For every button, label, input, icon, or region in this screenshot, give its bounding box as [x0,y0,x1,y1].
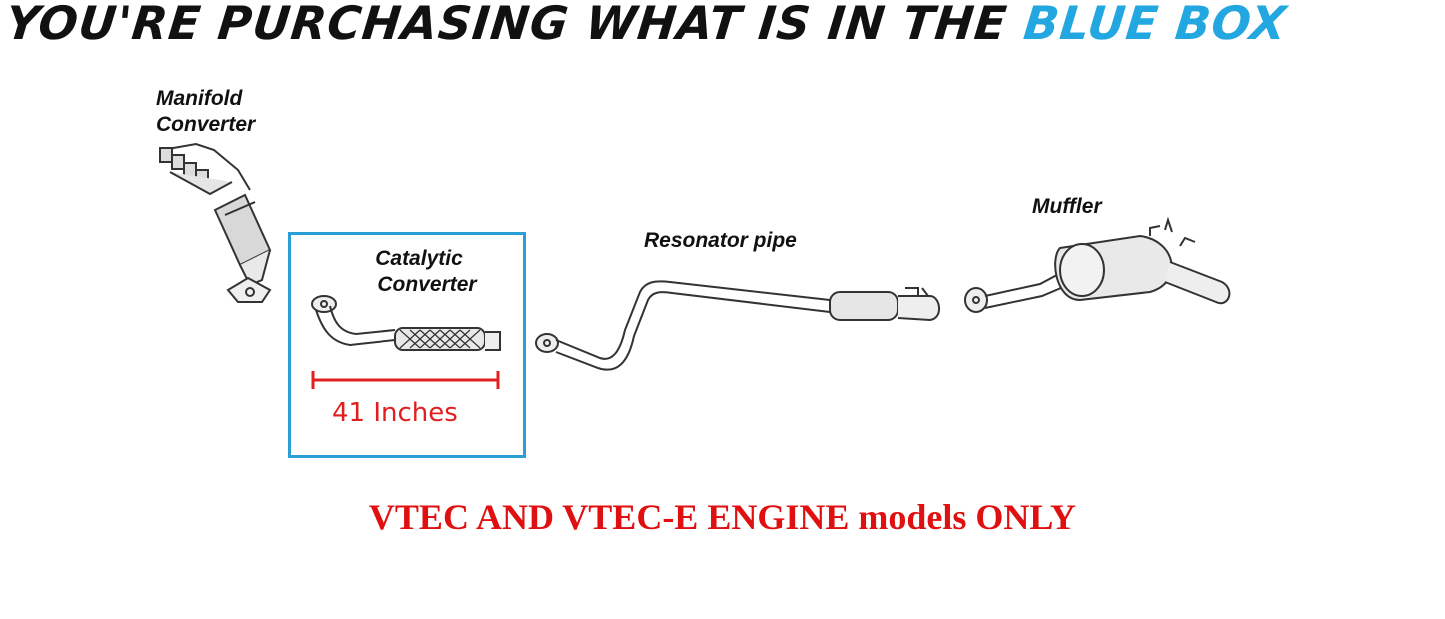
catalytic-label-line2: Converter [377,273,477,296]
measurement-bar [311,371,500,389]
measurement-label: 41 Inches [332,398,458,428]
manifold-label-line1: Manifold [156,87,243,110]
manifold-converter-label: Manifold Converter [156,86,255,138]
resonator-pipe-label: Resonator pipe [644,229,797,252]
muffler-part [964,216,1231,313]
manifold-label-line2: Converter [156,113,256,136]
catalytic-converter-part [311,295,501,351]
muffler-label: Muffler [1032,195,1102,218]
catalytic-label-line1: Catalytic [375,247,463,270]
engine-compatibility-note: VTEC AND VTEC-E ENGINE models ONLY [368,497,1077,537]
manifold-converter-part [159,142,272,303]
blue-selection-box [288,232,526,458]
resonator-pipe-part [535,280,940,371]
catalytic-converter-label: Catalytic Converter [362,246,492,298]
